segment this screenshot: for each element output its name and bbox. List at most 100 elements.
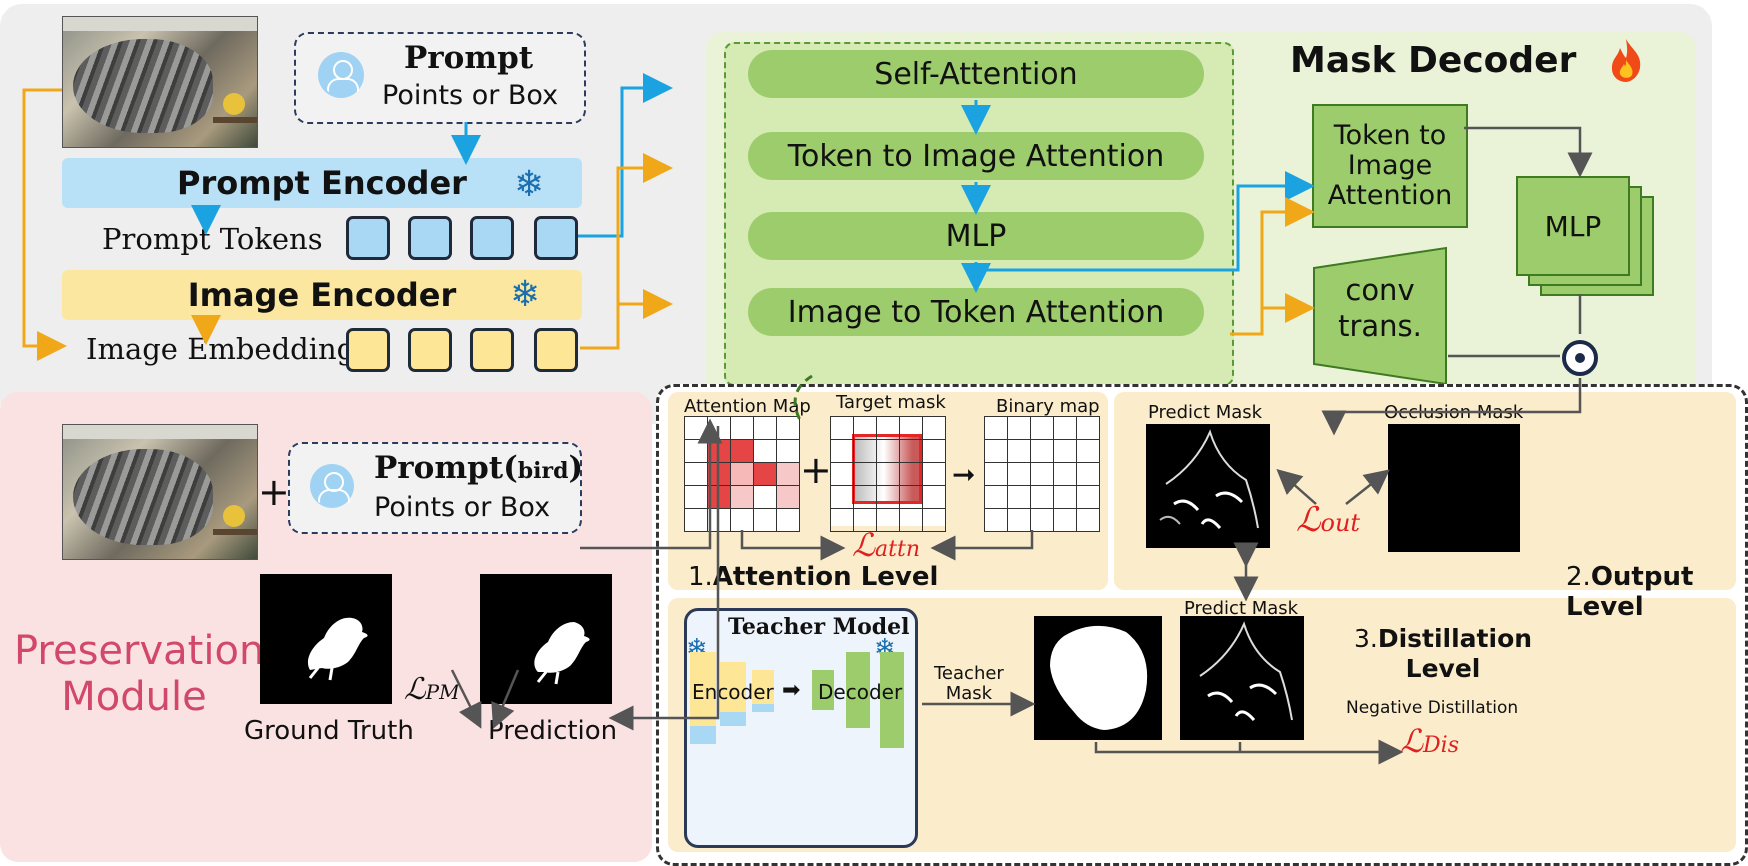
token-to-image-block: Token to Image Attention — [748, 132, 1204, 180]
bird-silhouette-pred — [534, 622, 590, 685]
occlusion-mask — [1388, 424, 1520, 552]
mask-word: Mask — [945, 683, 993, 704]
teacher-model-box — [684, 608, 918, 848]
mlp-label: MLP — [945, 218, 1007, 254]
binary-map-grid — [984, 416, 1100, 532]
encoder-layer-1-token — [690, 726, 716, 744]
teacher-word: Teacher — [934, 663, 1004, 684]
predict-mask-output — [1146, 424, 1270, 548]
prompt-token — [470, 216, 514, 260]
prediction-mask — [480, 574, 612, 704]
binary-map-label: Binary map — [996, 396, 1100, 417]
loss-attn-symbol: ℒ — [852, 526, 876, 564]
snowflake-icon: ❄ — [514, 164, 545, 205]
bird-figure — [223, 93, 245, 115]
image-embedding-label: Image Embedding — [86, 332, 356, 366]
tti-line-1: Token to — [1333, 120, 1447, 151]
prompt-encoder-bar: Prompt Encoder — [62, 158, 582, 208]
mask-decoder-title: Mask Decoder — [1290, 40, 1577, 81]
attention-map-label: Attention Map — [684, 396, 811, 417]
distillation-level-number: 3. — [1353, 624, 1378, 653]
person-icon — [310, 464, 354, 508]
loss-out-symbol: ℒ — [1296, 500, 1321, 540]
bird-silhouette — [307, 617, 368, 681]
branch — [213, 529, 257, 535]
encoder-layer-2-token — [720, 712, 746, 726]
ground-truth-label: Ground Truth — [244, 716, 414, 746]
bird-prompt-title: Prompt(bird) — [374, 450, 583, 486]
target-mask-grid — [830, 416, 946, 532]
loss-dis: ℒDis — [1400, 722, 1459, 760]
feeder-roof — [63, 425, 257, 439]
ground-truth-mask — [260, 574, 392, 704]
prompt-token — [534, 216, 578, 260]
image-token — [470, 328, 514, 372]
predict-mask-label-distill: Predict Mask — [1184, 598, 1299, 619]
level-word: Level — [1405, 654, 1481, 683]
arrow-right-icon: ➡ — [782, 678, 801, 703]
output-level-label: 2.Output Level — [1566, 562, 1748, 622]
mlp-stack-box: MLP — [1516, 176, 1630, 276]
bird-prompt-subtitle: Points or Box — [374, 492, 551, 523]
fire-icon — [1611, 39, 1641, 82]
mlp-block: MLP — [748, 212, 1204, 260]
attention-level-number: 1. — [688, 562, 713, 592]
loss-attn-subscript: attn — [875, 537, 921, 562]
loss-out-subscript: out — [1320, 509, 1361, 537]
bird-prompt-box: Prompt(bird) Points or Box — [288, 442, 583, 534]
feeder-roof — [63, 17, 257, 31]
image-token — [408, 328, 452, 372]
conv-line: conv — [1345, 273, 1415, 307]
teacher-mask — [1034, 616, 1162, 740]
close-paren: ) — [568, 450, 584, 486]
loss-pm-symbol: ℒ — [404, 672, 426, 707]
tti-line-3: Attention — [1327, 180, 1453, 211]
cat-figure — [73, 449, 213, 545]
preservation-input-photo — [62, 424, 258, 560]
teacher-mask-label: Teacher Mask — [934, 664, 1004, 704]
plus-sign: + — [258, 470, 290, 514]
teacher-mask-blob — [1050, 625, 1148, 730]
mlp-stack-label: MLP — [1544, 209, 1602, 243]
predict-mask-texture — [1159, 429, 1259, 529]
tti-line-2: Image — [1347, 150, 1433, 181]
attention-level-label: 1.Attention Level — [688, 562, 938, 592]
prompt-word: Prompt( — [374, 450, 518, 486]
output-level-number: 2. — [1566, 562, 1591, 592]
loss-attn: ℒattn — [852, 526, 920, 564]
prompt-encoder-label: Prompt Encoder — [177, 164, 467, 202]
preservation-word: Preservation — [14, 628, 265, 674]
target-grid-lines — [830, 416, 946, 532]
encoder-label: Encoder — [692, 680, 774, 704]
token-to-image-attention-box: Token to Image Attention — [1312, 104, 1468, 228]
image-to-token-block: Image to Token Attention — [748, 288, 1204, 336]
odot-icon — [1562, 340, 1598, 376]
encoder-layer-3 — [752, 670, 774, 706]
predict-mask-label-output: Predict Mask — [1148, 402, 1263, 423]
loss-pm: ℒPM — [404, 672, 460, 707]
negative-distillation-label: Negative Distillation — [1346, 698, 1519, 718]
arrow-right-icon: ➞ — [952, 458, 976, 491]
plus-sign-attn: + — [800, 448, 832, 492]
target-mask-label: Target mask — [836, 392, 946, 413]
cat-figure — [73, 39, 213, 133]
self-attention-label: Self-Attention — [874, 56, 1078, 92]
image-encoder-label: Image Encoder — [187, 276, 457, 314]
branch — [213, 117, 257, 123]
snowflake-icon: ❄ — [510, 274, 541, 315]
predict-mask-distill — [1180, 616, 1304, 740]
teacher-model-title: Teacher Model — [728, 614, 910, 640]
loss-dis-subscript: Dis — [1423, 733, 1460, 758]
image-to-token-label: Image to Token Attention — [787, 294, 1165, 330]
decoder-layer-1 — [812, 670, 834, 710]
distillation-word: Distillation — [1377, 624, 1533, 653]
input-photo-cat-bird — [62, 16, 258, 148]
loss-dis-symbol: ℒ — [1400, 722, 1424, 760]
decoder-label: Decoder — [818, 680, 903, 704]
decoder-layer-3 — [880, 652, 904, 748]
attention-level-text: Attention Level — [712, 562, 939, 592]
prompt-title: Prompt — [404, 40, 534, 76]
decoder-layer-2 — [846, 652, 870, 728]
predict-mask-texture-2 — [1199, 621, 1293, 721]
distillation-level-label: 3.Distillation Level — [1348, 624, 1538, 684]
